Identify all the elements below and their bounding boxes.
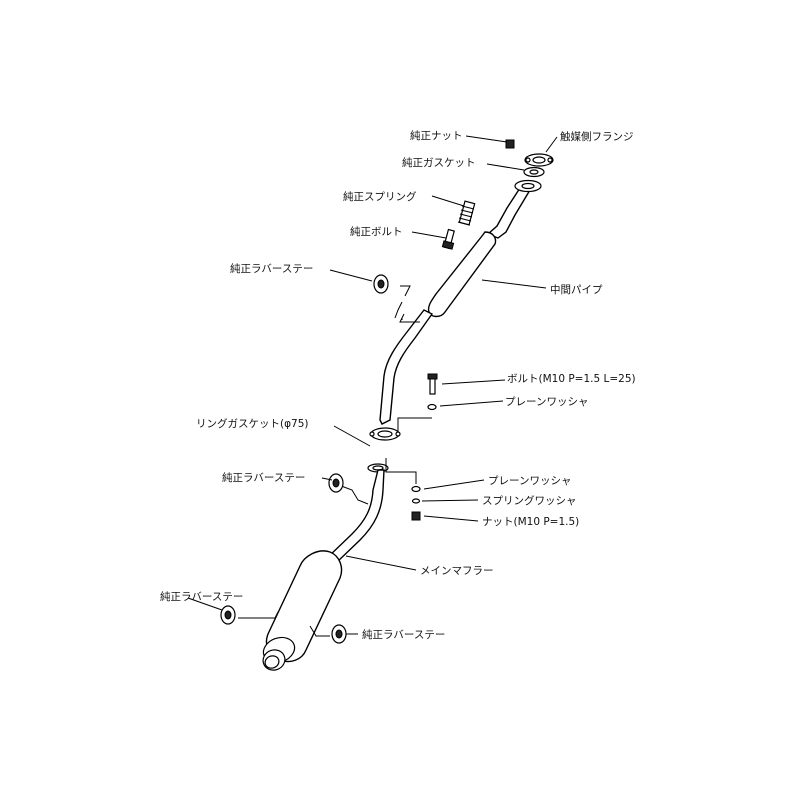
- plain-washer-upper: [427, 403, 437, 411]
- rubber-stay-2: [328, 473, 344, 493]
- oem-nut: [505, 139, 515, 149]
- oem-gasket: [523, 166, 545, 178]
- catalyst-flange: [524, 153, 554, 167]
- label-plain-washer-1: プレーンワッシャ: [505, 396, 588, 408]
- rubber-stay-4: [331, 624, 347, 644]
- label-ring-gasket: リングガスケット(φ75): [196, 417, 308, 430]
- assembly-line-upper: [397, 417, 432, 432]
- label-oem-spring: 純正スプリング: [343, 190, 417, 203]
- label-oem-gasket: 純正ガスケット: [402, 156, 476, 169]
- bolt-m10: [427, 373, 438, 395]
- label-spring-washer: スプリングワッシャ: [482, 494, 577, 507]
- center-pipe-resonator: [427, 231, 497, 318]
- muffler-hanger-left: [238, 611, 279, 619]
- label-bolt-m10: ボルト(M10 P=1.5 L=25): [507, 373, 636, 385]
- label-oem-rubber-stay-3: 純正ラバーステー: [160, 590, 243, 603]
- nut-m10: [411, 511, 421, 521]
- part-labels: 純正ナット 触媒側フランジ 純正ガスケット 純正スプリング 純正ボルト 純正ラバ…: [160, 129, 636, 641]
- label-oem-rubber-stay-4: 純正ラバーステー: [362, 628, 445, 641]
- label-catalyst-flange: 触媒側フランジ: [560, 130, 634, 143]
- front-pipe-flange: [514, 179, 542, 193]
- inlet-hanger: [335, 483, 369, 505]
- mid-joint-flange: [369, 427, 401, 441]
- center-pipe-hanger: [399, 313, 420, 323]
- center-pipe-tube: [379, 309, 434, 425]
- label-oem-bolt: 純正ボルト: [350, 225, 403, 238]
- oem-spring: [457, 200, 476, 226]
- front-pipe: [486, 187, 532, 239]
- spring-washer: [411, 498, 421, 504]
- muffler-hanger-right: [309, 625, 330, 637]
- label-main-muffler: メインマフラー: [420, 565, 494, 577]
- leader-lines: [187, 135, 558, 635]
- assembly-line-lower: [385, 458, 417, 484]
- label-nut-m10: ナット(M10 P=1.5): [482, 516, 579, 528]
- hanger-rod-1: [394, 285, 411, 319]
- plain-washer-lower: [411, 485, 421, 493]
- label-oem-nut: 純正ナット: [410, 129, 463, 142]
- label-oem-rubber-stay-2: 純正ラバーステー: [222, 471, 305, 484]
- label-plain-washer-2: プレーンワッシャ: [488, 475, 571, 487]
- oem-bolt: [441, 228, 455, 250]
- label-center-pipe: 中間パイプ: [550, 283, 603, 296]
- rubber-stay-3: [220, 605, 236, 625]
- main-muffler: [262, 550, 343, 671]
- exhaust-assembly: [220, 139, 554, 671]
- rubber-stay-1: [373, 274, 389, 294]
- label-oem-rubber-stay-1: 純正ラバーステー: [230, 262, 313, 275]
